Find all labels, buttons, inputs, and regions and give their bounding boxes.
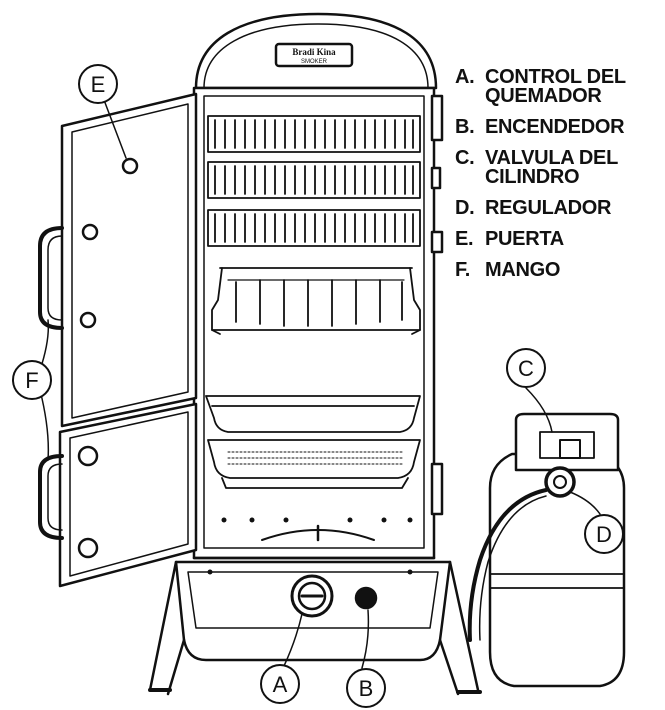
callout-C-circle xyxy=(506,348,546,388)
sausage-hanger xyxy=(211,267,421,335)
legend-item-c: C. VALVULA DEL CILINDRO xyxy=(455,147,660,188)
water-pan xyxy=(205,395,421,433)
brand-plate xyxy=(274,42,354,68)
cabinet-screws xyxy=(221,517,413,523)
callout-A-circle xyxy=(260,664,300,704)
smoker-dome xyxy=(194,12,438,90)
legend-letter: D. xyxy=(455,197,475,219)
callout-E-label: E xyxy=(91,72,106,97)
legend-item-d: D. REGULADOR xyxy=(455,197,660,219)
legend-item-e: E. PUERTA xyxy=(455,228,660,250)
parts-legend: A. CONTROL DEL QUEMADOR B. ENCENDEDOR C. VA… xyxy=(455,66,660,281)
legend-text: REGULADOR xyxy=(485,197,612,219)
callout-C-label: C xyxy=(518,356,534,381)
door xyxy=(58,92,198,588)
legend-item-f: F. MANGO xyxy=(455,259,660,281)
callout-F-label: F xyxy=(25,368,38,393)
legend-text: ENCENDEDOR xyxy=(485,116,625,138)
propane-tank xyxy=(467,412,626,688)
legend-text: CONTROL DEL QUEMADOR xyxy=(485,66,626,107)
legend-item-b: B. ENCENDEDOR xyxy=(455,116,660,138)
legend-item-a: A. CONTROL DEL QUEMADOR xyxy=(455,66,660,107)
legend-letter: C. xyxy=(455,147,475,169)
igniter-button xyxy=(354,586,378,610)
wood-chip-box xyxy=(207,439,421,489)
brand-subname: SMOKER xyxy=(301,59,328,65)
legend-letter: F. xyxy=(455,259,470,281)
callout-D-circle xyxy=(584,514,624,554)
legend-text: MANGO xyxy=(485,259,561,281)
callout-D-label: D xyxy=(596,522,612,547)
legend-text: VALVULA DEL CILINDRO xyxy=(485,147,618,188)
legend-letter: B. xyxy=(455,116,475,138)
callout-E-circle xyxy=(78,64,118,104)
callout-B-circle xyxy=(346,668,386,708)
callout-A-label: A xyxy=(273,672,288,697)
brand-name: Bradi Kina xyxy=(292,47,336,57)
callout-B-label: B xyxy=(359,676,374,701)
legend-text: PUERTA xyxy=(485,228,564,250)
legend-letter: E. xyxy=(455,228,474,250)
cooking-racks xyxy=(207,115,421,247)
legend-letter: A. xyxy=(455,66,475,88)
burner-control-knob xyxy=(290,574,334,618)
callout-F-circle xyxy=(12,360,52,400)
handles xyxy=(38,226,64,540)
